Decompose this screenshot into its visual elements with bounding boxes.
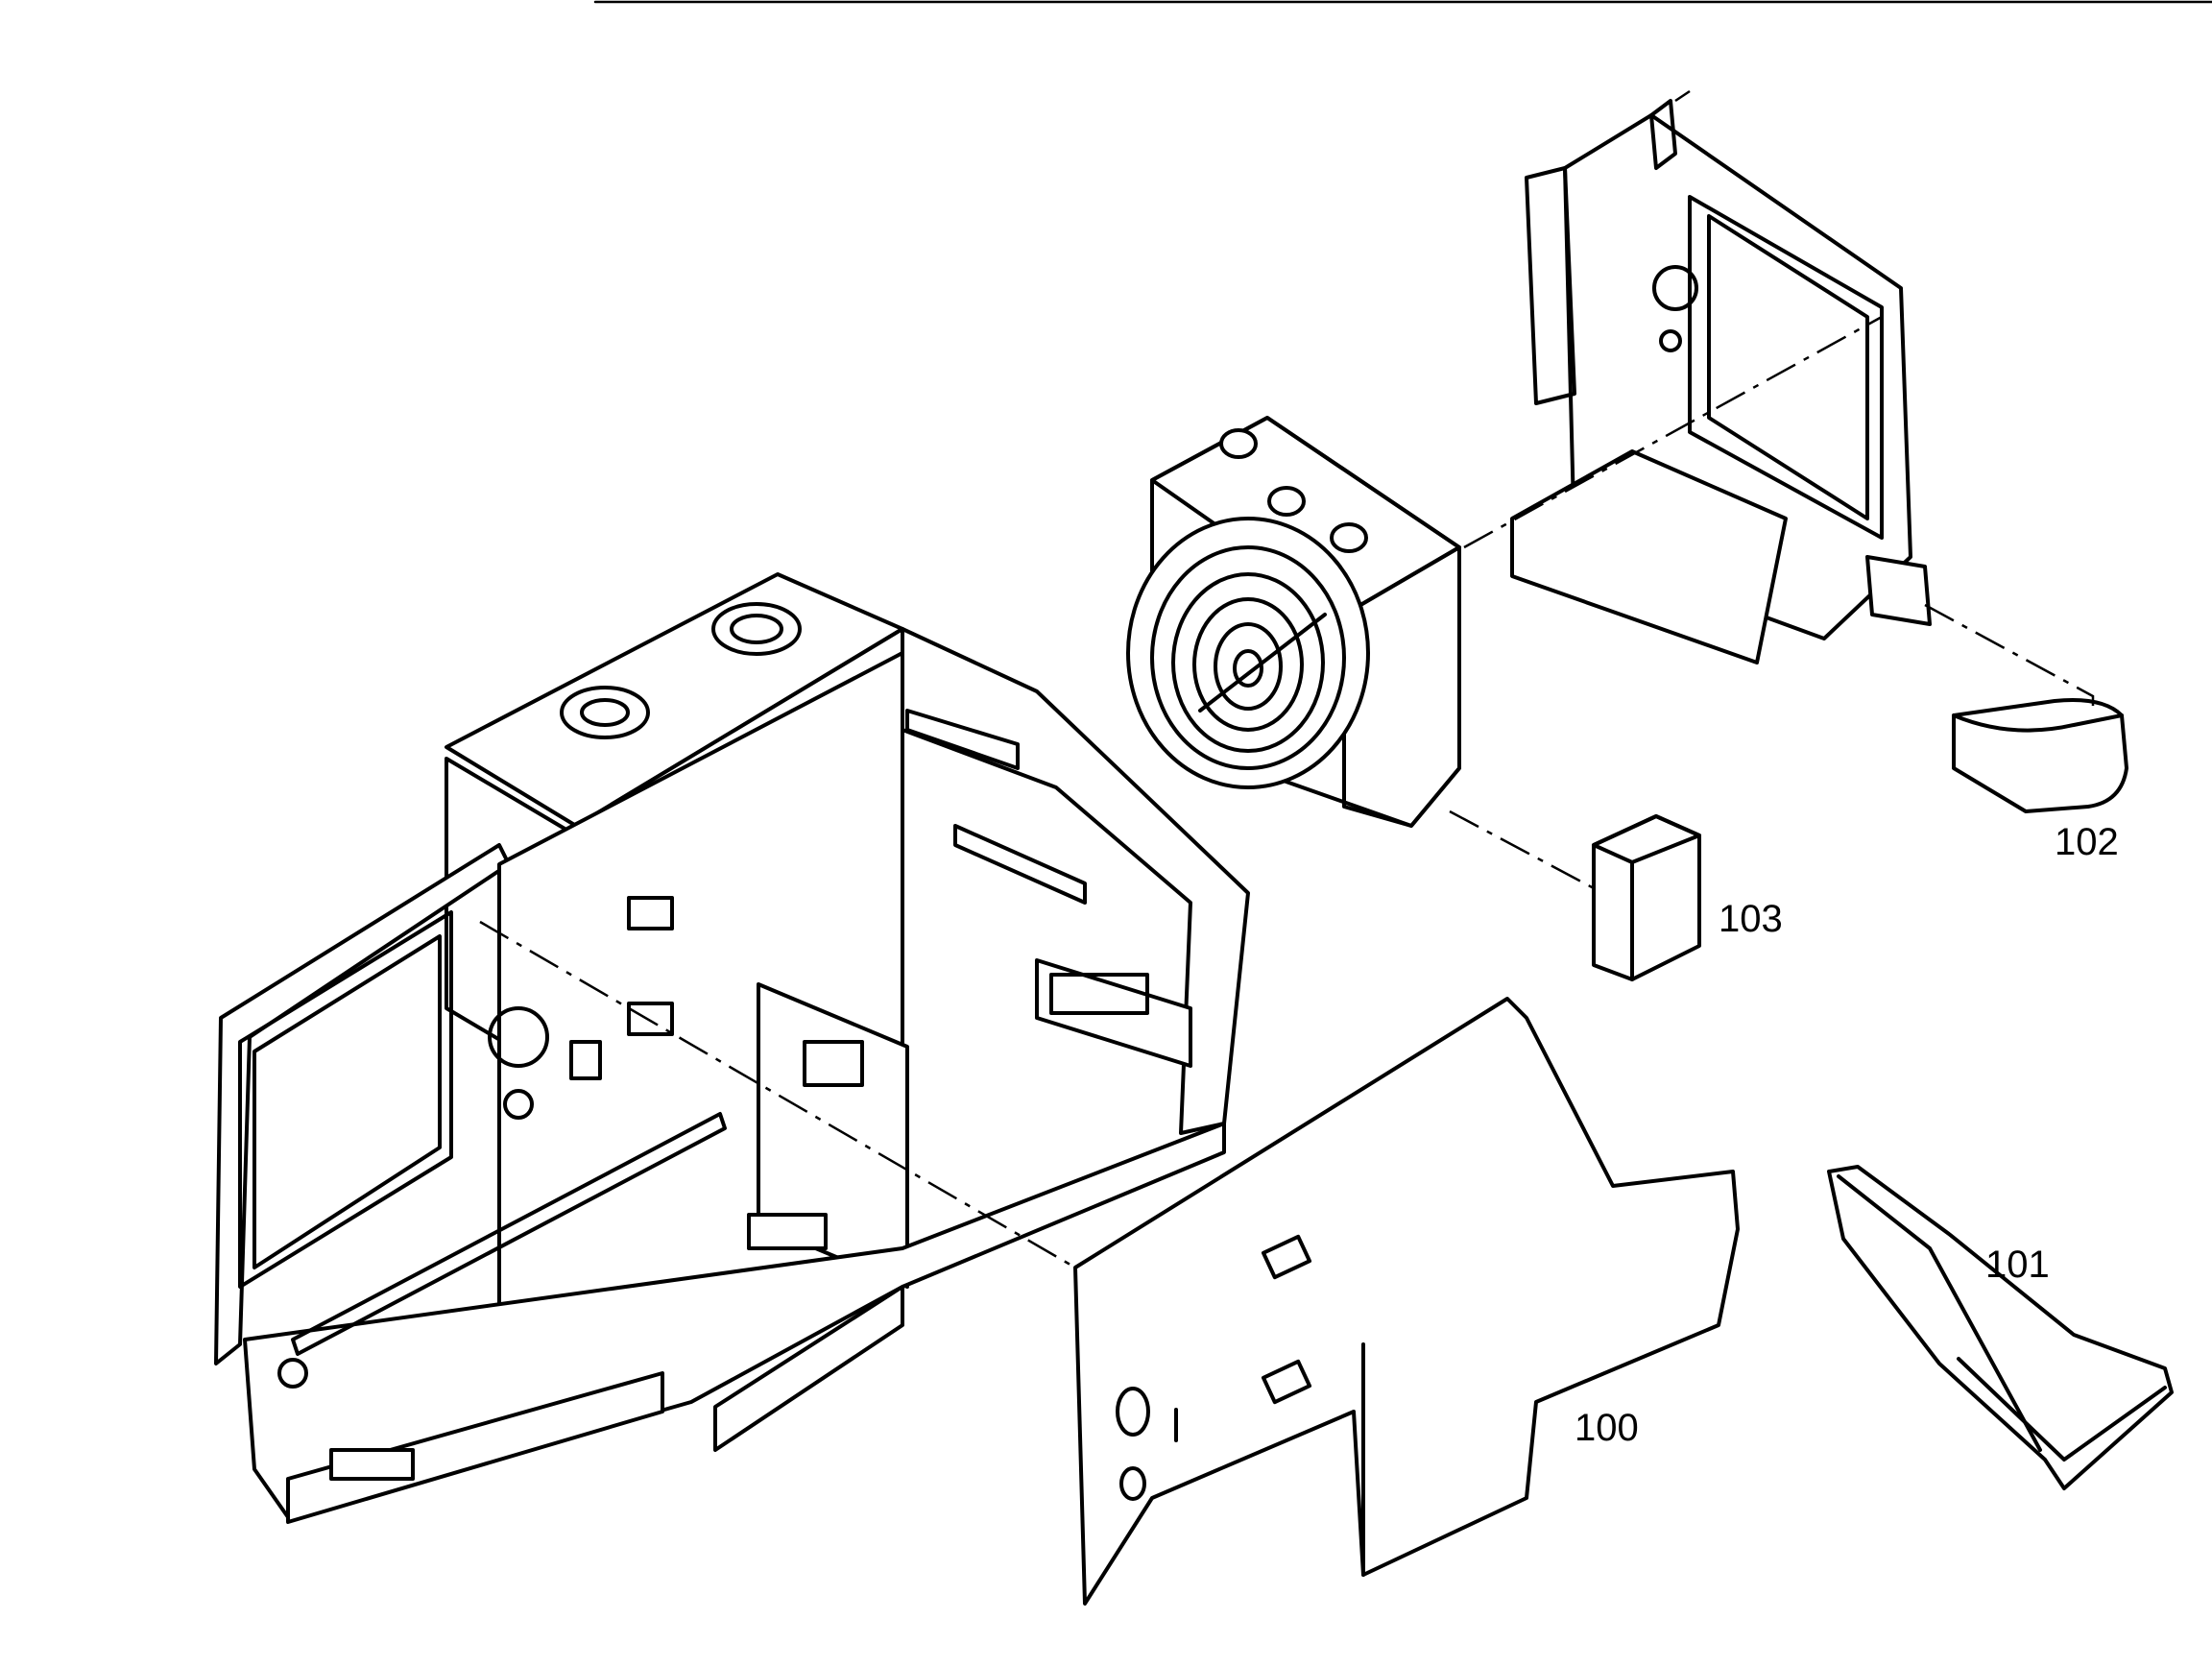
- part-101-fold-1: [1837, 1174, 2042, 1452]
- assembly-lines: [479, 89, 2095, 1269]
- assembly-line-top: [1674, 89, 1691, 103]
- part-100-slot-upper: [1261, 1234, 1312, 1280]
- part-100: [1073, 997, 1740, 1606]
- floor-rear-lip: [286, 1371, 664, 1524]
- inner-wall-clip-lower: [627, 1002, 674, 1036]
- callout-102: 102: [2055, 821, 2119, 863]
- callout-100: 100: [1575, 1407, 1639, 1449]
- housing-left-window: [238, 910, 453, 1289]
- inner-wall-hole: [488, 1006, 549, 1068]
- part-102: [1952, 698, 2128, 813]
- bracket-small-hole: [1659, 329, 1682, 352]
- part-102-edge: [1952, 713, 2124, 733]
- main-housing: [214, 572, 1250, 1524]
- bracket-hole: [1652, 265, 1698, 311]
- wing-fold-upper: [905, 709, 1020, 770]
- fan-post-3: [1330, 522, 1368, 553]
- part-103: [1592, 814, 1701, 981]
- fan-post-2: [1267, 486, 1306, 517]
- bracket-base-block: [1510, 449, 1788, 664]
- fan-module: [1126, 416, 1461, 828]
- rear-plate-window: [803, 1040, 864, 1087]
- inner-wall-clip-upper: [627, 896, 674, 930]
- bracket-left-rail: [1525, 166, 1576, 405]
- floor-block: [747, 1213, 828, 1250]
- fan-post-1: [1219, 428, 1258, 459]
- fan-guard-ring-4: [1214, 622, 1283, 711]
- part-100-hole-large: [1116, 1387, 1150, 1437]
- part-100-slot-lower: [1261, 1359, 1312, 1405]
- inner-wall-small-hole: [503, 1089, 534, 1120]
- housing-right-wing: [901, 627, 1250, 1135]
- fan-guard-ring-3: [1192, 597, 1304, 732]
- top-grommet-large-hole: [730, 614, 783, 644]
- part-100-shape: [1073, 997, 1740, 1606]
- bracket-window-inner: [1707, 214, 1869, 520]
- assembly-line-103: [1449, 809, 1595, 890]
- part-101-fold-2: [1957, 1357, 2167, 1462]
- fan-housing-side: [1342, 545, 1461, 828]
- top-grommet-small: [560, 686, 650, 739]
- floor-rail: [291, 1112, 727, 1356]
- callout-103: 103: [1719, 898, 1783, 940]
- assembly-line-102: [1924, 603, 2095, 706]
- bracket-top-tab: [1649, 99, 1677, 170]
- floor-hole: [277, 1358, 308, 1389]
- right-bracket-window: [1049, 973, 1149, 1015]
- part-102-shape: [1952, 698, 2128, 813]
- bracket-window: [1688, 195, 1884, 540]
- callout-101: 101: [1985, 1244, 2050, 1286]
- floor-foot: [329, 1448, 415, 1481]
- part-101-shape: [1827, 1165, 2174, 1490]
- assembly-line-fan: [1463, 315, 1883, 549]
- rear-bracket: [1510, 99, 1932, 664]
- top-grommet-small-hole: [580, 698, 630, 727]
- wing-fold-lower: [953, 824, 1087, 905]
- part-101: [1827, 1165, 2174, 1490]
- bracket-foot: [1865, 555, 1932, 626]
- floor-front-lip: [713, 1285, 904, 1452]
- part-103-top: [1592, 814, 1701, 864]
- fan-guard-strut: [1198, 613, 1327, 713]
- part-100-hole-small: [1119, 1466, 1146, 1501]
- housing-left-window-inner: [252, 934, 442, 1269]
- top-grommet-large: [711, 602, 802, 656]
- fan-guard-ring-2: [1171, 572, 1325, 753]
- fan-guard-ring-1: [1150, 545, 1346, 770]
- inner-wall-bracket: [569, 1040, 602, 1080]
